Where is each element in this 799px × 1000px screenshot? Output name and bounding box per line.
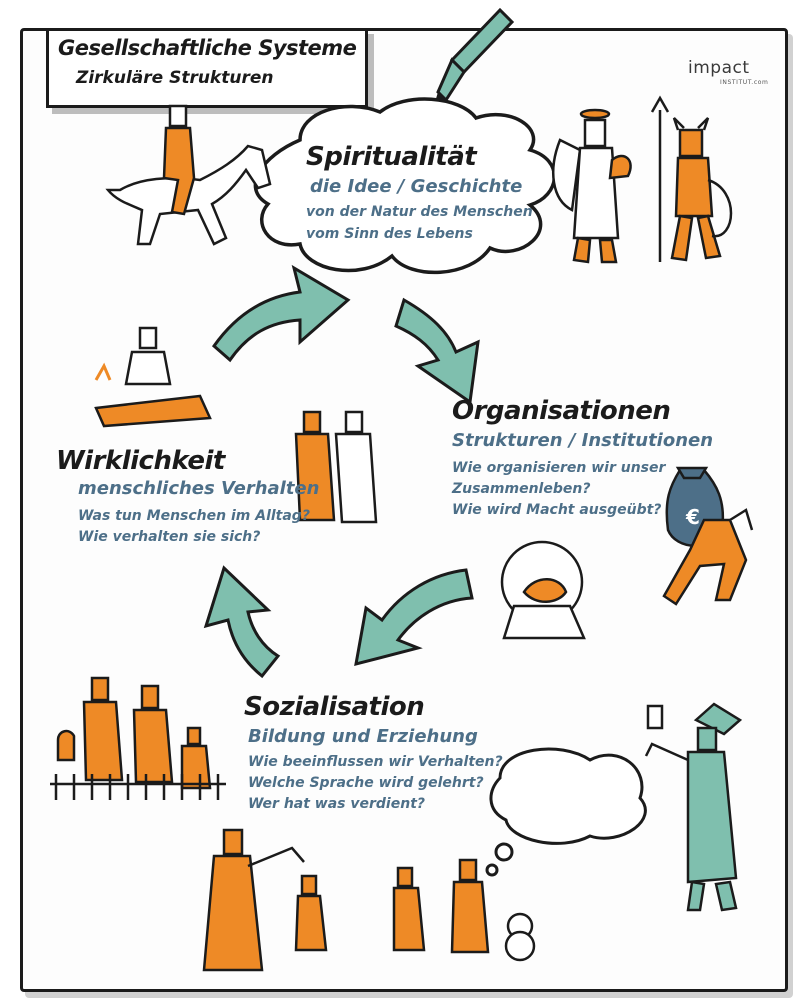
fishbowl-illustration xyxy=(500,540,586,640)
page-title: Gesellschaftliche Systeme xyxy=(58,36,357,60)
organisationen-line-2: Zusammenleben? xyxy=(452,481,591,497)
sozialisation-line-2: Welche Sprache wird gelehrt? xyxy=(248,775,484,791)
page-subtitle: Zirkuläre Strukturen xyxy=(76,68,274,88)
spiritualitaet-heading: Spiritualität xyxy=(306,142,477,172)
title-box xyxy=(46,28,368,108)
adult-pointing-at-child-illustration xyxy=(202,828,328,972)
devil-illustration xyxy=(650,95,733,262)
logo-subtext: INSTITUT.com xyxy=(720,79,769,86)
wirklichkeit-heading: Wirklichkeit xyxy=(56,446,225,476)
wirklichkeit-line-1: Was tun Menschen im Alltag? xyxy=(78,508,310,524)
arrow-sozialisation-to-wirklichkeit xyxy=(203,565,281,679)
spiritualitaet-line-1: von der Natur des Menschen xyxy=(306,204,533,220)
spiritualitaet-subheading: die Idee / Geschichte xyxy=(310,176,523,197)
spiritualitaet-line-2: vom Sinn des Lebens xyxy=(306,226,473,242)
organisationen-heading: Organisationen xyxy=(452,396,671,426)
doctor-with-syringe-illustration xyxy=(644,702,743,912)
wirklichkeit-subheading: menschliches Verhalten xyxy=(78,478,320,499)
sozialisation-heading: Sozialisation xyxy=(244,692,425,722)
logo-text: impact xyxy=(688,58,750,78)
spirit-cloud xyxy=(253,97,557,275)
organisationen-line-1: Wie organisieren wir unser xyxy=(452,460,666,476)
organisationen-line-3: Wie wird Macht ausgeübt? xyxy=(452,502,662,518)
rider-on-horse-illustration xyxy=(105,104,272,246)
wirklichkeit-line-2: Wie verhalten sie sich? xyxy=(78,529,261,545)
money-bag-carrier-illustration xyxy=(662,466,754,606)
angel-illustration xyxy=(552,108,632,264)
person-on-pedestal-illustration xyxy=(94,326,212,428)
family-behind-fence-illustration xyxy=(50,676,226,800)
sozialisation-line-3: Wer hat was verdient? xyxy=(248,796,426,812)
euro-symbol: € xyxy=(686,505,700,529)
sozialisation-subheading: Bildung und Erziehung xyxy=(248,726,478,747)
thought-bubble xyxy=(485,747,647,877)
arrow-spiritualitaet-to-organisationen xyxy=(394,297,480,405)
arrow-organisationen-to-sozialisation xyxy=(354,568,474,667)
arrow-wirklichkeit-to-spiritualitaet xyxy=(211,264,351,363)
sozialisation-line-1: Wie beeinflussen wir Verhalten? xyxy=(248,754,503,770)
two-people-illustration xyxy=(294,410,378,524)
marker-pen-icon xyxy=(432,7,515,112)
children-with-teddy-illustration xyxy=(392,858,536,962)
organisationen-subheading: Strukturen / Institutionen xyxy=(452,430,714,451)
